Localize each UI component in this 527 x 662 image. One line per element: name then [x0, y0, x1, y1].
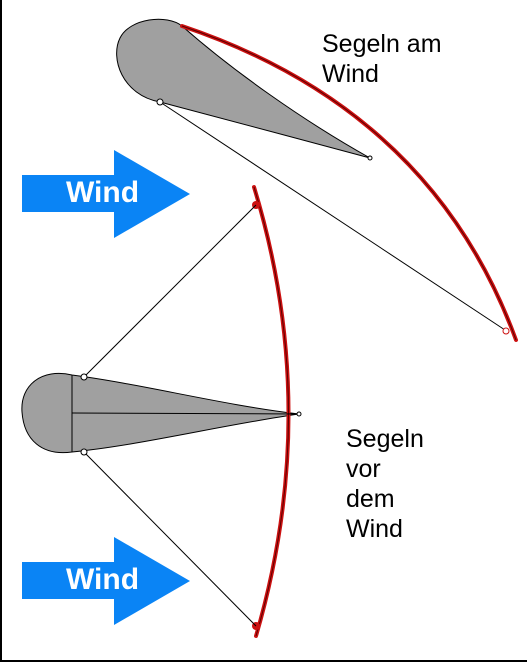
label-line: Wind [346, 515, 403, 543]
label-close-hauled: Segeln am Wind [322, 29, 442, 89]
downwind-boom [71, 412, 300, 415]
close-hauled-clew [502, 327, 510, 335]
close-hauled-group [116, 18, 518, 342]
downwind-mast-point [296, 411, 302, 417]
close-hauled-block [156, 98, 164, 106]
close-hauled-mast-point [367, 155, 373, 161]
wind-arrow-shape [22, 150, 190, 238]
close-hauled-sheet-line [159, 101, 506, 331]
label-line: Wind [322, 60, 379, 88]
label-downwind: Segeln vor dem Wind [346, 424, 424, 544]
close-hauled-sail-edge [181, 25, 517, 341]
label-line: Segeln am [322, 30, 442, 58]
downwind-sail-edge [253, 186, 289, 637]
downwind-lower-block [80, 448, 88, 456]
close-hauled-hull [116, 18, 371, 159]
label-line: vor [346, 455, 381, 483]
wind-arrow-shape [22, 537, 190, 625]
wind-label: Wind [66, 563, 140, 596]
wind-arrow-icon [22, 537, 190, 625]
label-line: Segeln [346, 425, 424, 453]
label-line: dem [346, 485, 395, 513]
downwind-lower-sheet [83, 451, 257, 627]
wind-arrow-icon [22, 150, 190, 238]
downwind-upper-block [80, 373, 88, 381]
downwind-upper-sheet [83, 204, 257, 378]
wind-label: Wind [66, 176, 140, 209]
downwind-group [21, 185, 302, 638]
